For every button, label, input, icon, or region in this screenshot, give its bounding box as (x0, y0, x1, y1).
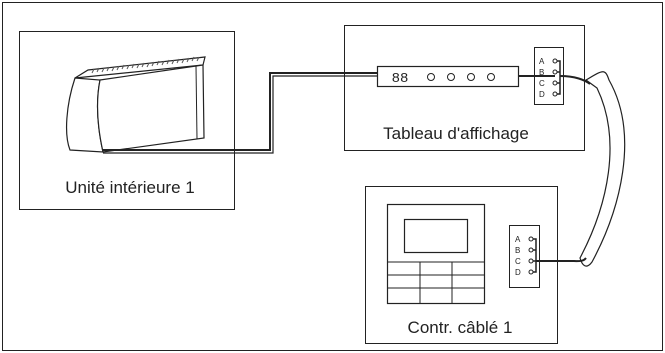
indicator-led (447, 73, 455, 81)
indicator-led (467, 73, 475, 81)
display-panel: 88 (376, 65, 520, 88)
controller-terminal-block: A B C D (509, 225, 540, 288)
indoor-unit-label: Unité intérieure 1 (65, 178, 194, 197)
terminal-label: D (515, 268, 521, 277)
digit-display: 88 (392, 71, 409, 87)
terminal-label: B (515, 246, 520, 255)
indoor-unit-box: Unité intérieure 1 (19, 31, 235, 210)
signal-wire (103, 72, 378, 151)
wired-controller-label: Contr. câblé 1 (408, 318, 513, 337)
indicator-led (427, 73, 435, 81)
terminal-label: D (539, 90, 545, 99)
cable-sleeve (579, 71, 626, 267)
terminal-label: A (515, 235, 521, 244)
terminal-label: B (539, 68, 544, 77)
indicator-led (487, 73, 495, 81)
terminal-label: A (539, 57, 545, 66)
terminal-label: C (515, 257, 521, 266)
terminal-label: C (539, 79, 545, 88)
display-board-label: Tableau d'affichage (383, 124, 529, 143)
display-board-box: 88 A B C D Tableau d'affichage (344, 25, 585, 151)
signal-wire (103, 75, 378, 154)
wired-controller-box: A B C D Contr. câblé 1 (365, 186, 558, 344)
wired-controller-icon (386, 203, 486, 305)
cable-wire (559, 75, 591, 85)
cable-wire (536, 257, 587, 263)
indoor-unit-icon (66, 56, 206, 153)
